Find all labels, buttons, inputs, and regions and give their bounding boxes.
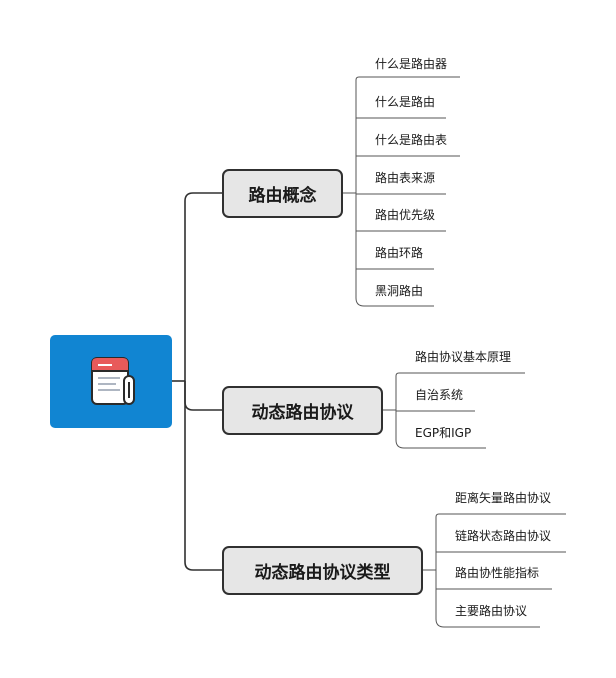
branch-1-leaf-lines bbox=[383, 372, 525, 449]
leaf-performance-metric[interactable]: 路由协性能指标 bbox=[455, 566, 540, 580]
branch-0-leaf-lines bbox=[343, 76, 460, 307]
trunk-to-branch-2 bbox=[184, 381, 222, 571]
leaf-link-state[interactable]: 链路状态路由协议 bbox=[455, 529, 552, 543]
branch-2-leaf-lines bbox=[423, 513, 566, 628]
leaf-what-is-route-table[interactable]: 什么是路由表 bbox=[375, 133, 448, 147]
branch-node-route-concept[interactable]: 路由概念 bbox=[222, 169, 343, 218]
branch-node-dynamic-routing-protocol[interactable]: 动态路由协议 bbox=[222, 386, 383, 435]
trunk-to-branch-0 bbox=[184, 192, 222, 381]
leaf-distance-vector[interactable]: 距离矢量路由协议 bbox=[455, 491, 552, 505]
root-node[interactable] bbox=[50, 335, 172, 428]
branch-node-dynamic-routing-protocol-types[interactable]: 动态路由协议类型 bbox=[222, 546, 423, 595]
leaf-egp-igp[interactable]: EGP和IGP bbox=[415, 426, 472, 440]
leaf-what-is-route[interactable]: 什么是路由 bbox=[375, 95, 436, 109]
leaf-autonomous-system[interactable]: 自治系统 bbox=[415, 388, 464, 402]
leaf-route-table-source[interactable]: 路由表来源 bbox=[375, 171, 436, 185]
leaf-route-priority[interactable]: 路由优先级 bbox=[375, 208, 436, 222]
newspaper-icon bbox=[91, 357, 135, 405]
leaf-main-protocols[interactable]: 主要路由协议 bbox=[455, 604, 528, 618]
leaf-blackhole-route[interactable]: 黑洞路由 bbox=[375, 284, 424, 298]
leaf-what-is-router[interactable]: 什么是路由器 bbox=[375, 57, 448, 71]
leaf-protocol-principle[interactable]: 路由协议基本原理 bbox=[415, 350, 512, 364]
trunk-to-branch-1 bbox=[184, 381, 222, 411]
leaf-route-loop[interactable]: 路由环路 bbox=[375, 246, 424, 260]
